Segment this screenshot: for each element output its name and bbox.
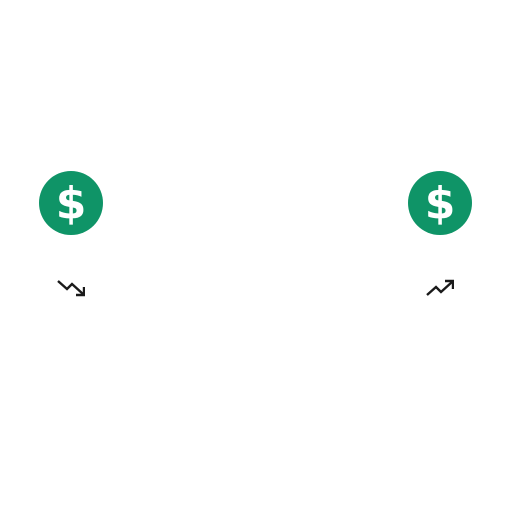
trending-down-icon xyxy=(57,278,85,298)
dollar-coin-icon: $ xyxy=(408,171,472,235)
trending-up-icon xyxy=(426,278,454,298)
svg-text:$: $ xyxy=(56,178,87,229)
svg-text:$: $ xyxy=(425,178,456,229)
dollar-coin-icon: $ xyxy=(39,171,103,235)
